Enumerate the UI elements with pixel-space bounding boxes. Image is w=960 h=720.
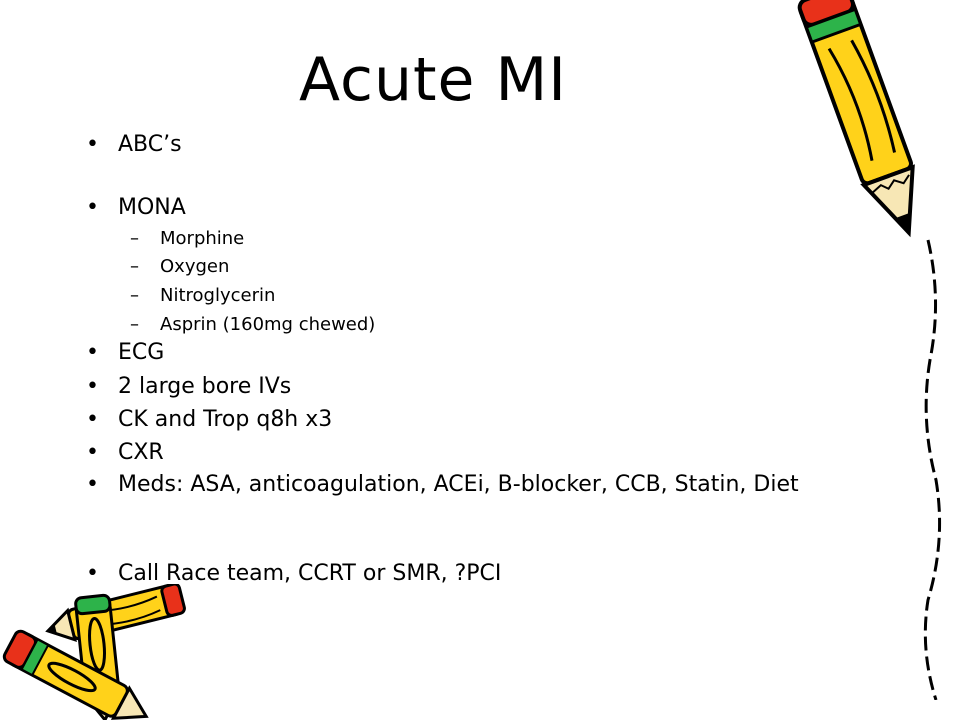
bullet-dot: •	[86, 472, 99, 497]
bullet-ivs: • 2 large bore IVs	[86, 373, 291, 401]
bullet-dot: •	[86, 374, 99, 399]
sub-item-morphine: –Morphine	[130, 227, 244, 251]
bullet-abcs: • ABC’s	[86, 131, 182, 159]
bullet-text: ABC’s	[118, 132, 182, 157]
sub-dash: –	[130, 285, 139, 306]
bullet-ecg: • ECG	[86, 339, 164, 367]
bullet-dot: •	[86, 407, 99, 432]
sub-text: Morphine	[160, 228, 245, 249]
bullet-text: CK and Trop q8h x3	[118, 407, 333, 432]
bullet-text: Call Race team, CCRT or SMR, ?PCI	[118, 561, 502, 586]
bullet-dot: •	[86, 195, 99, 220]
bullet-text: CXR	[118, 440, 164, 465]
sub-item-oxygen: –Oxygen	[130, 255, 229, 279]
bullet-text: MONA	[118, 195, 186, 220]
bullet-dot: •	[86, 132, 99, 157]
sub-text: Asprin (160mg chewed)	[160, 314, 376, 335]
bullet-ck-trop: • CK and Trop q8h x3	[86, 406, 332, 434]
pencils-icon	[2, 584, 186, 720]
bullet-dot: •	[86, 340, 99, 365]
sub-dash: –	[130, 314, 139, 335]
sub-item-asprin: –Asprin (160mg chewed)	[130, 313, 375, 337]
bullet-text: ECG	[118, 340, 165, 365]
sub-text: Nitroglycerin	[160, 285, 276, 306]
sub-dash: –	[130, 256, 139, 277]
bullet-text: 2 large bore IVs	[118, 374, 292, 399]
sub-item-nitroglycerin: –Nitroglycerin	[130, 284, 275, 308]
bullet-text: Meds: ASA, anticoagulation, ACEi, B-bloc…	[118, 472, 799, 497]
bullet-mona: • MONA	[86, 194, 186, 222]
bullet-call-team: • Call Race team, CCRT or SMR, ?PCI	[86, 560, 501, 588]
bullet-meds: • Meds: ASA, anticoagulation, ACEi, B-blo…	[86, 471, 866, 499]
slide-title: Acute MI	[299, 45, 567, 115]
pencil-icon	[797, 0, 942, 700]
sub-dash: –	[130, 228, 139, 249]
bullet-cxr: • CXR	[86, 439, 164, 467]
bullet-dot: •	[86, 440, 99, 465]
sub-text: Oxygen	[160, 256, 230, 277]
bullet-dot: •	[86, 561, 99, 586]
